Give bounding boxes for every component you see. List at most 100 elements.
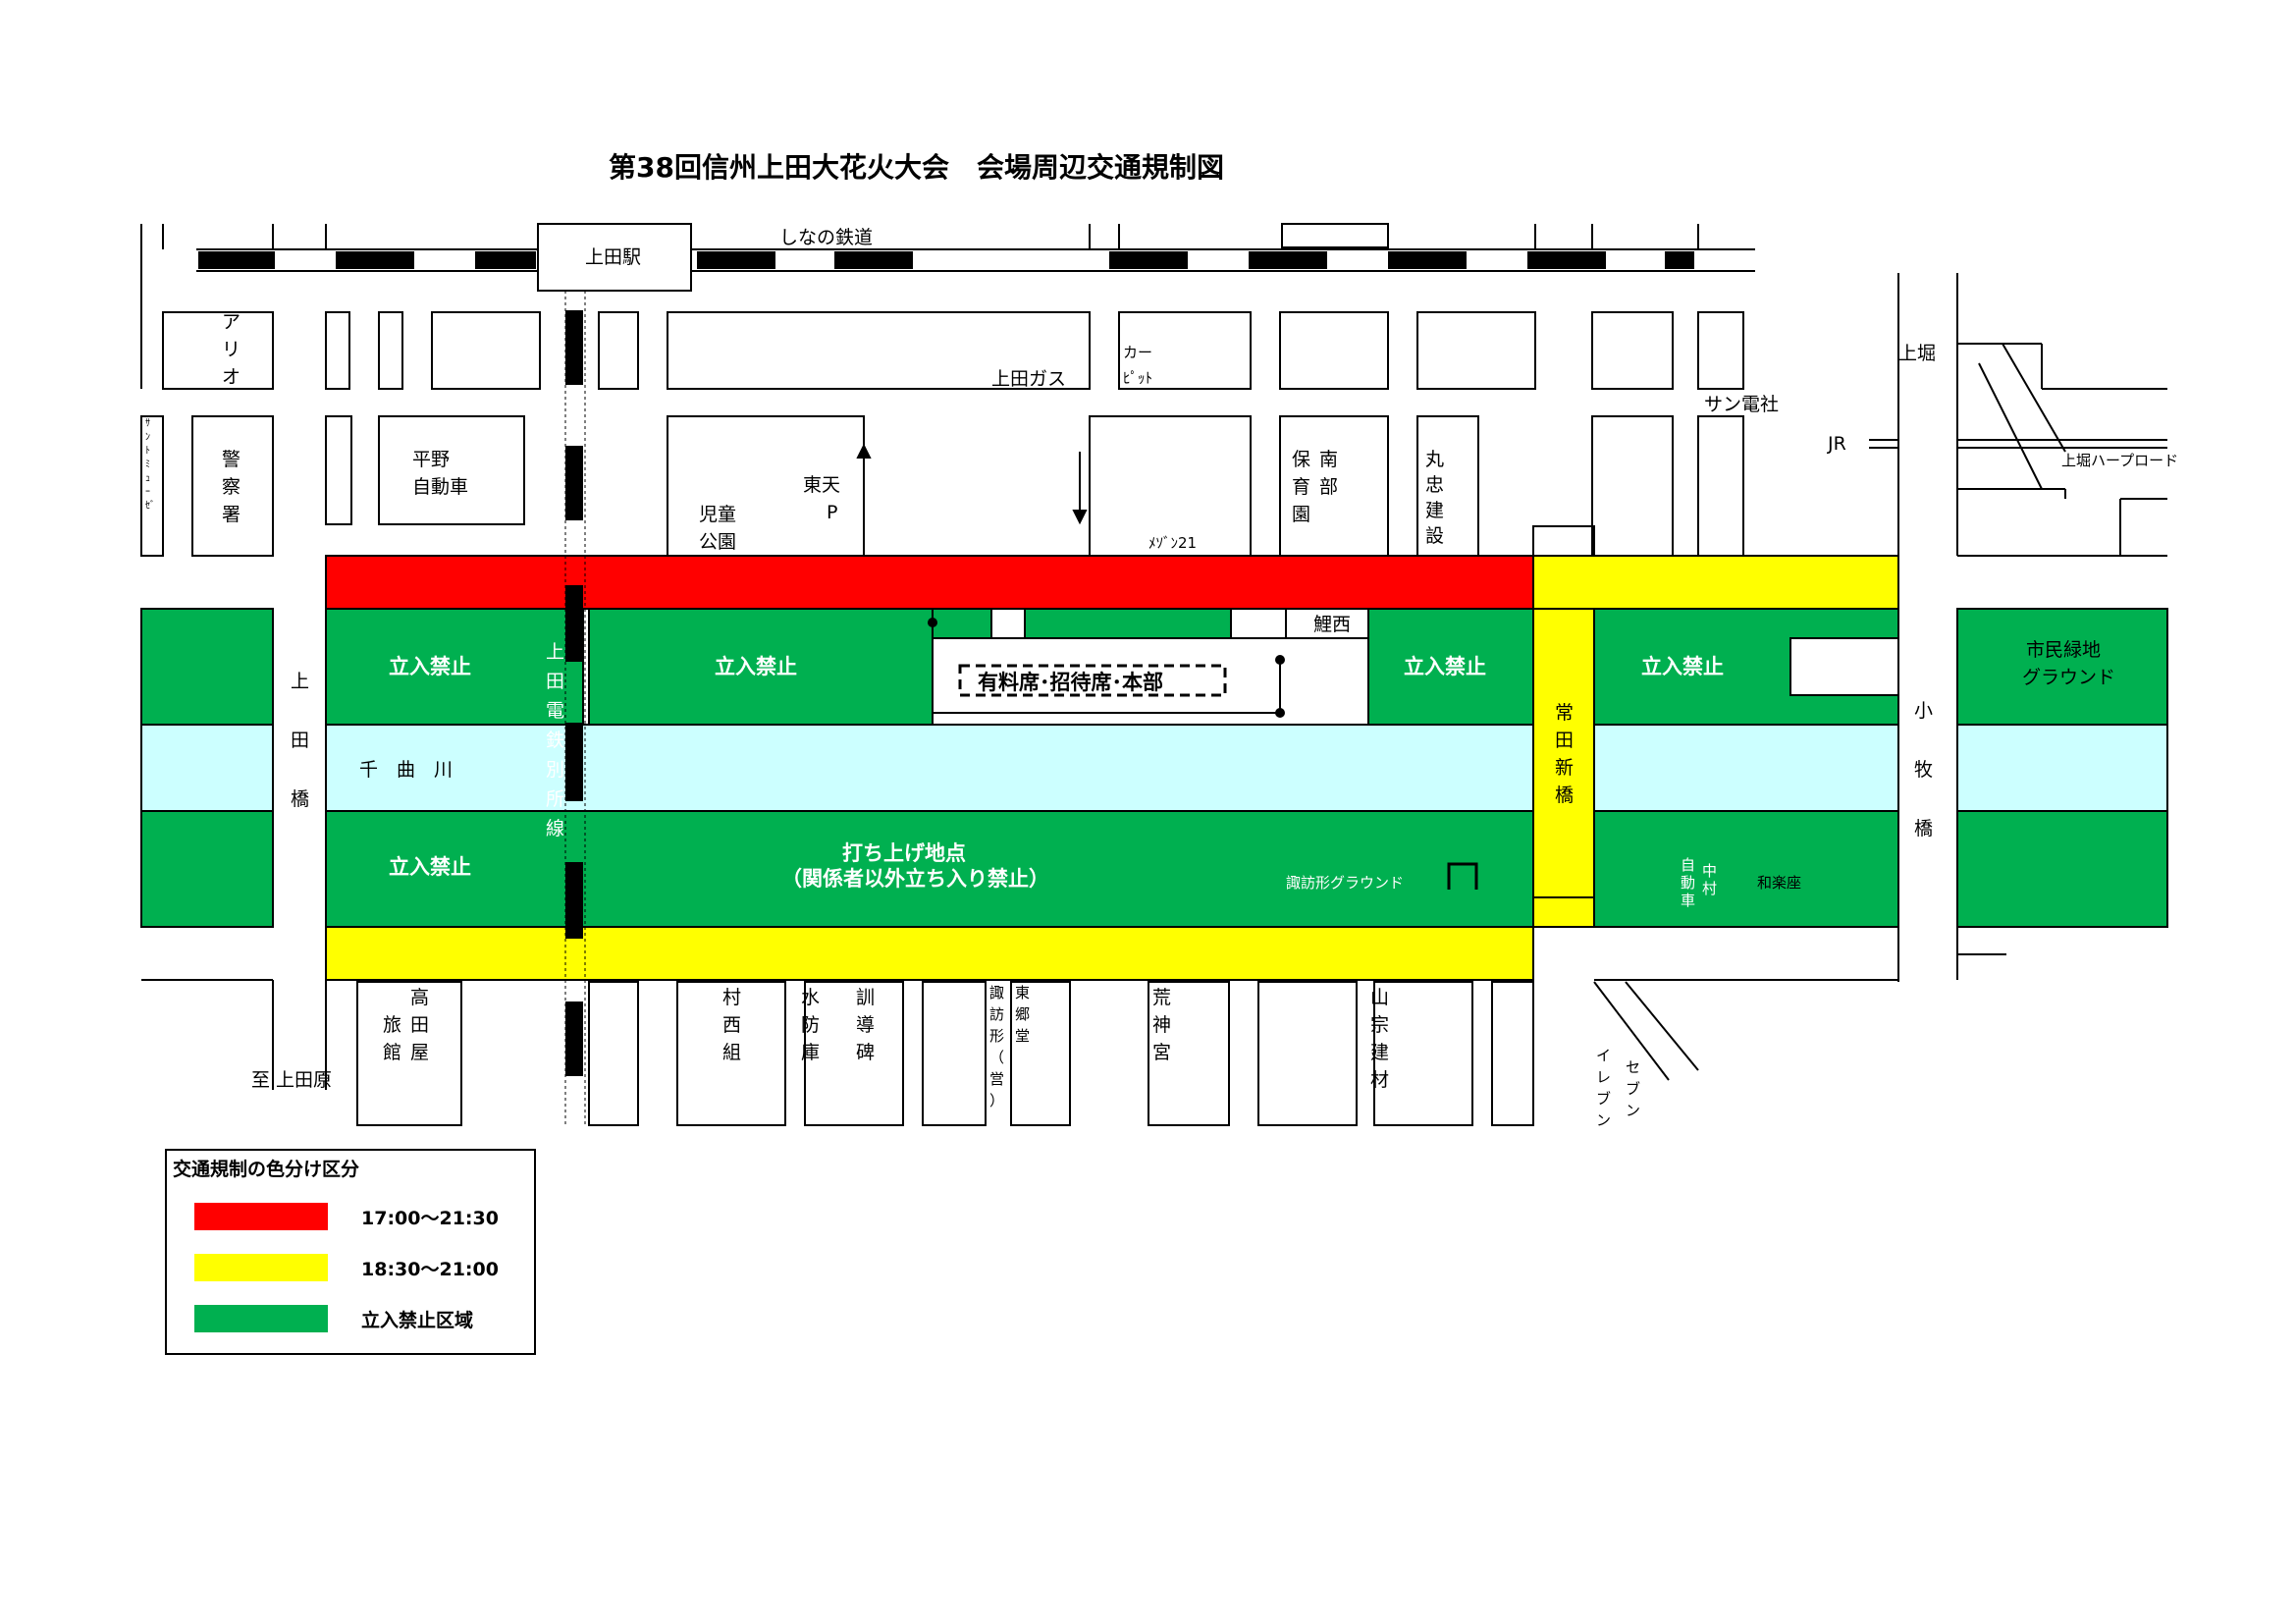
svg-text:牧: 牧: [1914, 759, 1933, 781]
map-labels: 上田駅 しなの鉄道 上田ガス サン電社 上堀 JR 上堀ハープロード ﾒｿﾞﾝ2…: [145, 227, 2178, 1129]
legend-swatch-green: [194, 1305, 328, 1332]
label-shinano-railway: しなの鉄道: [779, 227, 873, 248]
label-uebori: 上堀: [1898, 343, 1936, 364]
svg-text:橋: 橋: [1555, 785, 1574, 806]
svg-text:オ: オ: [222, 366, 240, 388]
svg-text:動: 動: [1681, 874, 1695, 892]
legend-row-green: 立入禁止区域: [194, 1304, 473, 1333]
svg-text:常: 常: [1555, 702, 1574, 724]
legend-label-red: 17:00～21:30: [361, 1207, 499, 1229]
label-shimin-ground: 市民緑地 グラウンド: [2022, 639, 2115, 688]
svg-text:ブ: ブ: [1596, 1090, 1611, 1108]
label-higashi-ten-p: 東天 P: [803, 474, 846, 523]
svg-text:水: 水: [801, 987, 820, 1008]
label-warakuza: 和楽座: [1757, 874, 1801, 892]
svg-text:育: 育: [1292, 476, 1310, 498]
map-title: 第38回信州上田大花火大会 会場周辺交通規制図: [609, 151, 1224, 184]
svg-text:忠: 忠: [1425, 474, 1444, 496]
svg-text:形: 形: [989, 1027, 1004, 1045]
svg-text:庫: 庫: [801, 1042, 820, 1063]
svg-text:ブ: ブ: [1626, 1080, 1640, 1098]
svg-text:上: 上: [546, 641, 564, 663]
label-hirano: 平野 自動車: [412, 449, 468, 498]
svg-text:橋: 橋: [1914, 818, 1933, 839]
launch-line-1: 打ち上げ地点: [842, 841, 966, 865]
svg-text:ﾝ: ﾝ: [145, 432, 150, 443]
label-paid-seats: 有料席･招待席･本部: [978, 671, 1163, 694]
svg-text:察: 察: [222, 476, 240, 498]
legend: 交通規制の色分け区分 17:00～21:30 18:30～21:00 立入禁止区…: [165, 1149, 536, 1355]
svg-text:上: 上: [291, 671, 309, 692]
label-uebori-harp: 上堀ハープロード: [2061, 452, 2178, 469]
svg-text:設: 設: [1425, 525, 1444, 547]
svg-text:署: 署: [222, 504, 240, 525]
svg-text:屋: 屋: [410, 1042, 429, 1063]
svg-text:（: （: [989, 1049, 1004, 1066]
road-outlines: [140, 223, 2167, 1126]
svg-text:荒: 荒: [1152, 987, 1171, 1008]
svg-text:東: 東: [1015, 984, 1030, 1001]
svg-text:西: 西: [722, 1014, 741, 1036]
svg-text:建: 建: [1425, 500, 1444, 521]
svg-text:ア: ア: [222, 311, 240, 333]
svg-text:セ: セ: [1626, 1058, 1640, 1076]
one-way-arrows: [856, 443, 1088, 525]
svg-text:ﾄ: ﾄ: [145, 446, 150, 457]
label-no-entry-3: 立入禁止: [1404, 655, 1486, 678]
label-no-entry-4: 立入禁止: [1641, 655, 1724, 678]
label-maison21: ﾒｿﾞﾝ21: [1148, 534, 1197, 552]
svg-text:保: 保: [1292, 449, 1310, 470]
paid-seat-box: [958, 664, 1227, 697]
svg-text:部: 部: [1319, 476, 1338, 498]
label-jr: JR: [1827, 433, 1846, 455]
svg-text:郷: 郷: [1015, 1005, 1030, 1023]
label-sun-denki: サン電社: [1704, 394, 1779, 415]
svg-text:ｾﾞ: ｾﾞ: [145, 500, 155, 512]
svg-text:中: 中: [1702, 862, 1717, 880]
chikuma-river: [140, 724, 2168, 812]
yellow-zones: [325, 555, 1899, 981]
svg-text:訓: 訓: [856, 987, 875, 1008]
label-launch-point: 打ち上げ地点 （関係者以外立ち入り禁止）: [781, 841, 1049, 891]
label-car-pit: カー ﾋﾟｯﾄ: [1123, 344, 1157, 387]
label-jido-koen: 児童 公園: [699, 504, 742, 553]
label-to-uedahara: 至 上田原: [251, 1069, 332, 1091]
svg-text:所: 所: [546, 788, 564, 810]
legend-swatch-red: [194, 1203, 328, 1230]
svg-text:橋: 橋: [291, 788, 309, 810]
svg-text:レ: レ: [1596, 1068, 1611, 1086]
svg-text:）: ）: [989, 1092, 1004, 1110]
svg-text:堂: 堂: [1015, 1027, 1030, 1045]
svg-text:防: 防: [801, 1014, 820, 1036]
svg-text:導: 導: [856, 1014, 875, 1036]
svg-text:田: 田: [410, 1014, 429, 1036]
svg-text:ｰ: ｰ: [145, 487, 150, 498]
svg-text:碑: 碑: [856, 1042, 875, 1063]
label-ueda-station: 上田駅: [585, 246, 641, 268]
label-no-entry-1: 立入禁止: [389, 655, 471, 678]
label-suwagata-ground: 諏訪形グラウンド: [1286, 874, 1404, 892]
legend-row-yellow: 18:30～21:00: [194, 1253, 499, 1282]
svg-text:鉄: 鉄: [546, 730, 564, 751]
svg-text:ｭ: ｭ: [145, 473, 150, 484]
svg-text:南: 南: [1319, 449, 1338, 470]
svg-text:警: 警: [222, 449, 240, 470]
svg-text:自: 自: [1681, 856, 1695, 874]
legend-title: 交通規制の色分け区分: [173, 1159, 360, 1180]
svg-text:イ: イ: [1596, 1047, 1611, 1064]
svg-text:営: 営: [989, 1070, 1004, 1088]
legend-label-yellow: 18:30～21:00: [361, 1258, 499, 1280]
label-koi-nishi: 鯉西: [1313, 614, 1351, 635]
label-no-entry-5: 立入禁止: [389, 855, 471, 879]
svg-text:旅: 旅: [383, 1014, 401, 1036]
svg-text:新: 新: [1555, 757, 1574, 779]
ueda-station-box: [537, 223, 692, 292]
svg-text:別: 別: [546, 759, 564, 781]
svg-text:山: 山: [1370, 987, 1389, 1008]
svg-text:ﾐ: ﾐ: [145, 460, 150, 470]
svg-text:宗: 宗: [1370, 1014, 1389, 1036]
svg-text:高: 高: [410, 987, 429, 1008]
svg-text:田: 田: [546, 671, 564, 692]
